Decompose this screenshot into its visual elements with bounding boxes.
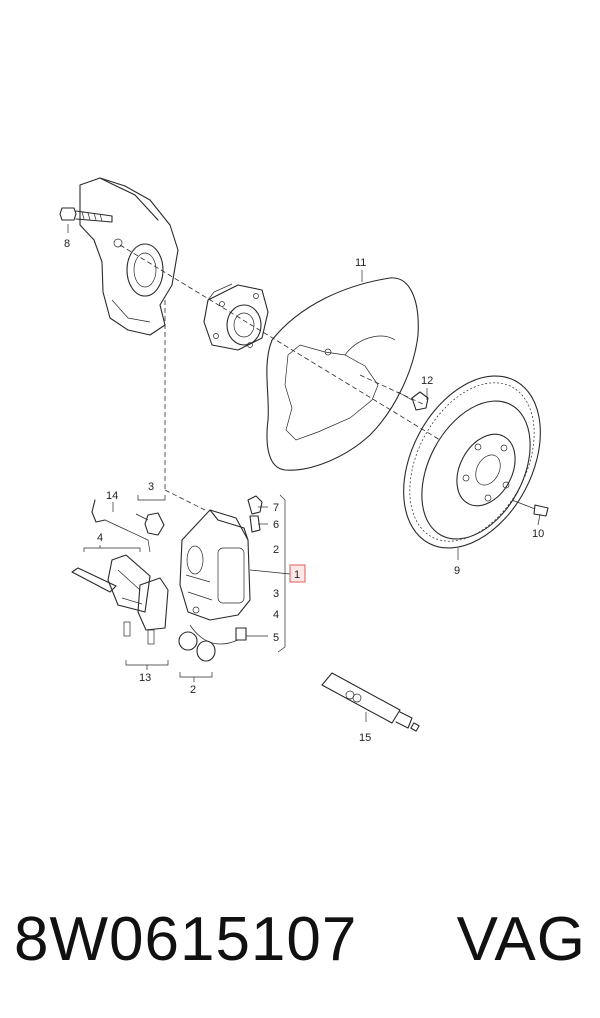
callout-6: 6	[273, 519, 279, 531]
caliper-bolt	[135, 512, 165, 536]
callout-5: 5	[273, 632, 279, 644]
bleed-valve	[247, 495, 263, 533]
callout-1: 1	[294, 569, 300, 581]
callout-10: 10	[532, 528, 544, 540]
knuckle-bolt	[59, 207, 113, 223]
brake-disc	[403, 375, 541, 549]
leader-lines	[67, 224, 541, 722]
callout-2-lower: 2	[190, 684, 196, 696]
assembly-axis-lines	[119, 244, 441, 511]
callout-3-right: 3	[273, 588, 279, 600]
callout-15: 15	[359, 732, 371, 744]
steering-knuckle	[79, 177, 179, 336]
shield-bolt	[397, 391, 429, 411]
callout-14: 14	[106, 490, 118, 502]
brake-splash-shield	[266, 277, 419, 471]
highlight-box	[289, 564, 306, 583]
part-number: 8W0615107	[14, 905, 358, 974]
disc-screw	[511, 499, 549, 517]
anti-squeal-shim	[71, 567, 117, 593]
callout-12: 12	[421, 375, 433, 387]
piston-seal	[178, 631, 216, 662]
footer-caption: 8W0615107 VAG	[0, 890, 600, 990]
callout-13: 13	[139, 672, 151, 684]
lower-bracket-bolt	[235, 627, 247, 641]
wheel-hub	[203, 283, 269, 351]
grease-tube	[321, 672, 420, 732]
brand-name: VAG	[456, 905, 586, 974]
callout-11: 11	[355, 257, 366, 269]
brake-caliper	[179, 509, 251, 621]
callout-8: 8	[64, 238, 70, 250]
exploded-brake-diagram: 1 2 2 3 3 4 4 5 6 7 8 9 10 11 12 13 14 1…	[59, 177, 549, 744]
brake-pad-set	[107, 554, 169, 645]
callout-9: 9	[454, 565, 460, 577]
callout-2: 2	[273, 544, 279, 556]
callout-3: 3	[148, 481, 154, 493]
callout-4: 4	[97, 532, 103, 544]
callout-4-right: 4	[273, 609, 279, 621]
callout-7: 7	[273, 502, 279, 514]
